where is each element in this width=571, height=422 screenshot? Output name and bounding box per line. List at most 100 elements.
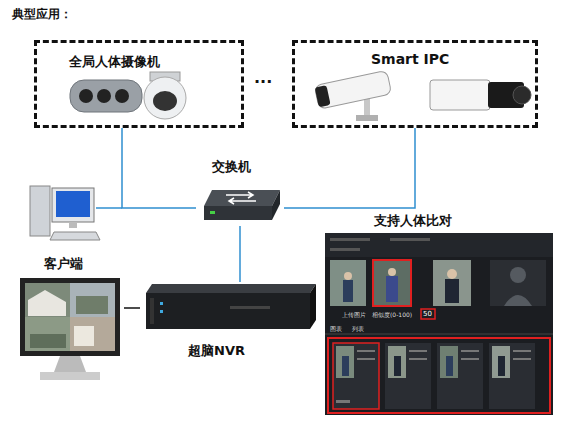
text-bar [357,350,375,352]
thumb-empty [490,260,546,306]
video-building [28,290,66,316]
node-label: 支持人体比对 [374,212,452,230]
pc-keyboard [50,232,100,240]
person-body [394,356,401,376]
result-card [489,343,535,409]
switch-node: 交换机 [196,158,284,226]
switch-front [204,206,272,220]
switch-arrows [226,192,256,204]
header-bar [390,238,430,241]
camera-lens [97,89,111,103]
screenshot [325,233,553,415]
dome-window [153,91,177,111]
connector [239,226,241,282]
pc-screen [56,191,90,217]
person-head [388,268,396,276]
header-bar [330,248,360,251]
text-bar [409,358,427,360]
text-bar [513,358,531,360]
video-tile [70,317,115,351]
bullet-camera [314,70,391,121]
camera-lens [79,89,93,103]
camera-body [70,80,142,112]
tab-line [325,334,553,335]
nvr-ear [150,298,154,324]
screen-header [325,233,553,257]
silhouette-body [504,295,532,306]
switch-side [272,190,280,220]
person-head [344,272,352,280]
result-image [336,346,354,378]
monitor-base [40,372,100,380]
score-value: 50 [423,310,432,318]
switch-icon [204,190,280,220]
result-image [440,346,458,378]
panoramic-camera [70,72,186,119]
text-bar [336,400,350,403]
person-body [446,356,453,376]
person-body [498,356,505,376]
client-monitor [20,278,120,380]
nvr-led [160,302,163,305]
node-label: Smart IPC [371,51,449,67]
person-body [343,280,353,302]
node-label: 全局人体摄像机 [69,53,160,71]
ellipsis: ... [254,68,272,87]
video-tile [25,283,70,317]
screen-bg [325,233,553,415]
title: 典型应用： [12,6,72,23]
connector [124,307,140,309]
thumb [330,260,366,306]
ui-tab: 图表 [330,325,342,334]
pc-monitor [52,188,94,222]
connector [284,128,415,208]
node-label: 超脑NVR [188,342,245,360]
nvr-device [146,284,316,329]
nvr-slot [230,306,270,309]
switch-led [210,211,215,214]
node-label: 客户端 [44,255,83,273]
nvr-top [146,284,316,293]
text-bar [357,358,375,360]
bullet-body-group [314,70,391,109]
pc-wire [96,207,122,209]
dome-camera [144,77,186,119]
pc-stand [69,222,77,228]
switch-top [204,190,280,206]
result-card [437,343,483,409]
person-body [386,276,398,302]
score-box [421,309,435,319]
thumb [433,260,471,306]
camera-lens [315,85,331,107]
ui-tab: 列表 [352,325,364,334]
text-bar [461,350,479,352]
person-body [342,356,349,376]
text-bar [461,358,479,360]
text-bar [513,350,531,352]
result-image [388,346,406,378]
pc-icon [30,186,100,240]
video-ground [30,334,66,348]
nvr-side [310,284,316,329]
camera-lens [115,89,129,103]
result-card [333,343,379,409]
camera-body [314,70,391,109]
silhouette-head [510,267,526,283]
video-tree [76,296,108,314]
result-card [385,343,431,409]
person-head [447,269,457,279]
pc-tower [30,186,50,236]
ui-text: 上传图片 [342,311,366,320]
text-bar [409,350,427,352]
result-cards [333,343,535,409]
header-bar [330,238,370,241]
nvr-led [160,310,163,313]
nvr-node: 超脑NVR [140,282,316,360]
box-camera [430,80,531,110]
video-tile [70,283,115,317]
result-image [492,346,510,378]
nvr-front [146,293,310,329]
camera-body [430,80,490,110]
